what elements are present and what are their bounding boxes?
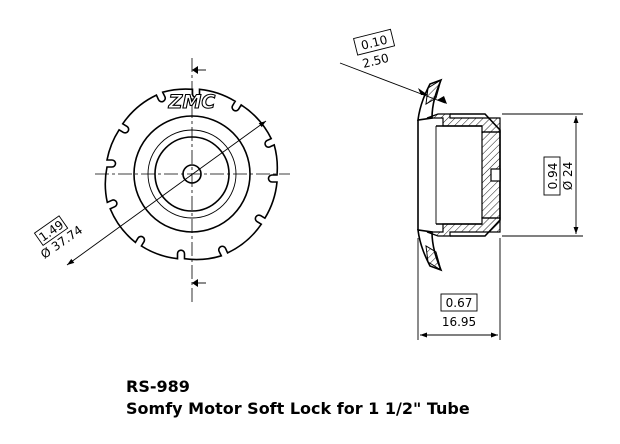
flange-thickness-arrow-1	[418, 88, 428, 95]
lower-wall-section	[426, 217, 501, 237]
upper-wall-section	[426, 113, 501, 133]
flange-mm-value: 2.50	[361, 51, 390, 71]
part-number: RS-989	[126, 377, 190, 396]
diameter-dimension-line	[66, 120, 267, 266]
flange-thickness-arrow-2	[437, 96, 447, 104]
body-dia-inch-box	[543, 156, 561, 196]
center-boss	[490, 168, 501, 182]
part-description: Somfy Motor Soft Lock for 1 1/2" Tube	[126, 399, 470, 418]
flange-inch-value: 0.10	[360, 33, 389, 53]
flange-inch-box	[353, 28, 396, 56]
length-inch-value: 0.67	[446, 296, 473, 310]
body-dia-inch-value: 0.94	[546, 163, 560, 190]
od-inch-box	[33, 215, 69, 247]
length-inch-box	[440, 293, 478, 312]
flange-thickness-leader	[339, 62, 446, 104]
flange-upper-tip-hatch	[425, 78, 442, 105]
side-section-view: 0.10 2.50 0.94 Ø 24 0.67 16.95	[339, 28, 583, 340]
flange-lower-tip-hatch	[425, 245, 442, 272]
front-view: ZMC 1.49 Ø 37.74	[33, 58, 290, 302]
zmc-logo: ZMC	[168, 91, 216, 113]
length-mm-value: 16.95	[442, 315, 476, 329]
body-dia-mm-value: Ø 24	[561, 162, 575, 191]
